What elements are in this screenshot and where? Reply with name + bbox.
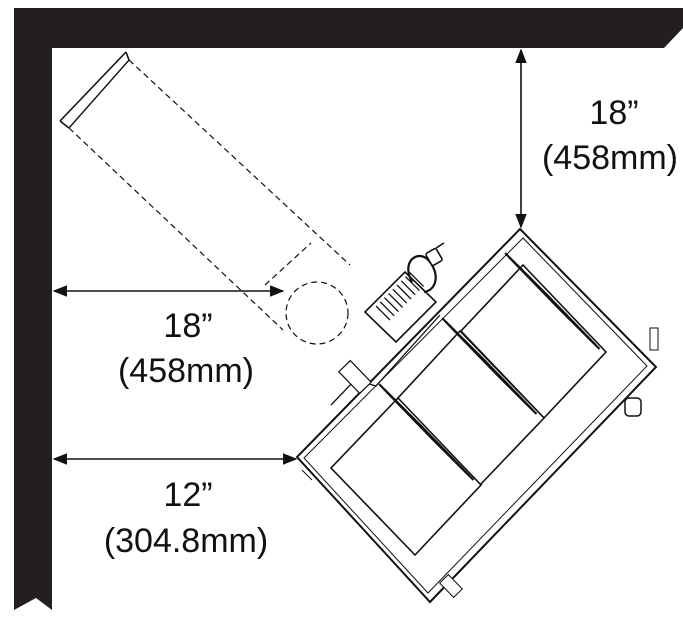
flue-side-clearance-metric: (458mm) — [118, 352, 254, 390]
louvre-panel-middle — [395, 317, 546, 487]
top-clearance-inches: 18” — [589, 94, 638, 132]
junction-box — [363, 270, 438, 344]
power-plug — [425, 247, 443, 267]
flue-outlet-circle — [285, 281, 349, 345]
heater-unit — [295, 227, 659, 604]
flue-pipe-cap — [59, 51, 127, 122]
unit-side-clearance-metric: (304.8mm) — [104, 522, 268, 560]
flue-pipe — [59, 51, 351, 345]
heater-knob — [624, 397, 642, 417]
louvre-panel-bottom — [329, 383, 483, 557]
flue-side-clearance-inches: 18” — [163, 307, 212, 345]
unit-side-clearance-inches: 12” — [163, 476, 212, 514]
top-clearance-metric: (458mm) — [542, 139, 678, 177]
